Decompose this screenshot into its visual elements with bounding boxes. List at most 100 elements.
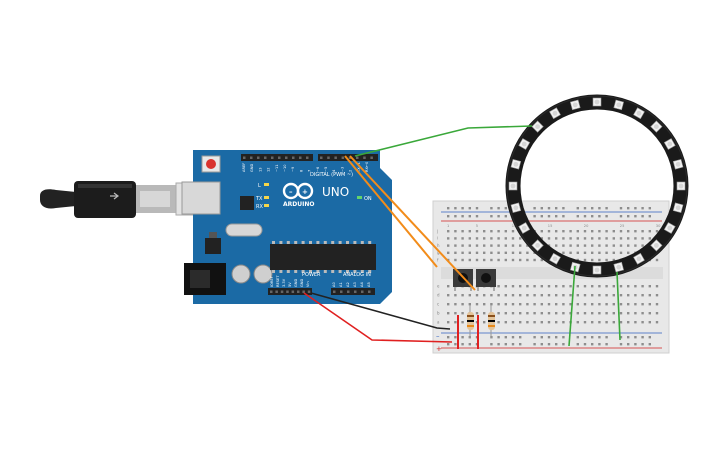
digital-header-label: DIGITAL (PWM ~): [310, 172, 353, 178]
wire-green-data: [354, 125, 533, 157]
ring-led: [531, 120, 544, 133]
breadboard-column-number: 10: [512, 224, 517, 228]
ring-led: [650, 120, 663, 133]
ring-led: [508, 181, 518, 191]
digital-pin-label: GND: [250, 164, 254, 172]
ring-led: [549, 252, 561, 265]
analog-pin-label: A4: [360, 282, 364, 287]
wire-green-ring-gnd: [568, 265, 576, 347]
breadboard-row-letter: i: [437, 236, 438, 241]
arduino-uno-board: L TX RX – + ARDUINO UNO DIGITAL (PWM ~) …: [181, 150, 392, 304]
arduino-logo-text: ARDUINO: [283, 201, 314, 208]
wire-orange: [349, 155, 476, 291]
resistor-2: [488, 305, 495, 338]
led-label-rx: RX: [256, 204, 263, 210]
digital-pin-label: 8: [299, 169, 303, 172]
power-pin-label: GND: [300, 279, 304, 287]
led-label-tx: TX: [255, 196, 263, 202]
ring-led: [592, 265, 602, 275]
breadboard-column-number: 30: [656, 224, 661, 228]
ring-led: [663, 138, 676, 150]
usb-cable: [40, 181, 199, 218]
breadboard-column-number: 25: [620, 224, 625, 228]
wire-red-5v: [303, 292, 453, 343]
power-pin-label: RESET: [276, 275, 280, 287]
power-pin-label: 5V: [288, 282, 292, 287]
ring-led: [569, 99, 581, 111]
digital-pin-label: ~3: [340, 167, 344, 172]
atmega-chip: [270, 244, 376, 270]
svg-text:+: +: [302, 188, 308, 196]
digital-pin-label: 2: [349, 170, 353, 172]
arduino-logo: – +: [282, 182, 314, 200]
digital-pin-label: RX←0: [365, 161, 369, 172]
ring-led: [613, 99, 625, 111]
ring-led: [510, 202, 522, 214]
on-led-label: ON: [364, 196, 372, 202]
ring-led: [672, 158, 684, 170]
breadboard-row-letter: b: [437, 311, 440, 316]
power-header: [268, 288, 312, 295]
board-model-label: UNO: [322, 185, 349, 199]
analog-pin-label: A2: [346, 282, 350, 287]
ring-led: [510, 158, 522, 170]
breadboard-column-number: 15: [548, 224, 553, 228]
digital-pin-label: ~10: [283, 164, 287, 172]
wire-green-ring-vcc: [616, 271, 621, 341]
neopixel-ring: [505, 94, 689, 278]
ring-led: [633, 252, 645, 265]
ring-led: [531, 239, 544, 252]
wire-black-gnd: [310, 292, 451, 330]
wires: [303, 125, 621, 347]
capacitor: [231, 264, 251, 284]
digital-pin-label: 4: [332, 169, 336, 172]
power-header-label: POWER: [302, 272, 321, 278]
ring-led: [633, 107, 645, 120]
breadboard-row-letter: c: [437, 302, 439, 307]
ring-led: [672, 202, 684, 214]
digital-pin-label: ~9: [291, 166, 295, 172]
ring-led: [518, 222, 531, 234]
usb-jack: [181, 181, 221, 215]
pushbutton-2: [476, 269, 496, 291]
analog-pin-label: A5: [367, 282, 371, 287]
digital-header-right: [318, 154, 378, 161]
digital-pin-label: 7: [308, 170, 312, 172]
breadboard-row-letter: f: [437, 257, 439, 262]
crystal: [225, 223, 263, 237]
digital-pin-label: TX→1: [357, 162, 361, 173]
digital-pin-label: ~5: [324, 167, 328, 172]
analog-pin-label: A3: [353, 282, 357, 287]
analog-pin-label: A0: [332, 282, 336, 287]
digital-pin-label: ~6: [316, 166, 320, 172]
svg-text:–: –: [289, 188, 293, 196]
digital-pin-label: ~11: [275, 164, 279, 172]
ring-led: [549, 107, 561, 120]
ring-led: [592, 97, 602, 107]
ring-led: [676, 181, 686, 191]
analog-pin-label: A1: [339, 282, 343, 287]
breadboard-row-letter: g: [437, 250, 440, 255]
ring-led: [663, 222, 676, 234]
led-label-l: L: [258, 183, 261, 189]
breadboard-column-number: 20: [584, 224, 589, 228]
capacitor: [253, 264, 273, 284]
analog-header: [331, 288, 375, 295]
breadboard-row-letter: e: [437, 284, 440, 289]
power-pin-label: IOREF: [270, 276, 274, 287]
ring-led: [518, 138, 531, 150]
power-pin-label: 3.3V: [282, 278, 286, 287]
power-pin-label: GND: [294, 279, 298, 287]
digital-header-left: [241, 154, 313, 161]
ring-led: [650, 239, 663, 252]
ring-led: [613, 261, 625, 273]
digital-pin-label: 12: [267, 167, 271, 172]
breadboard-row-letter: j: [436, 229, 438, 234]
digital-pin-label: 13: [258, 167, 262, 172]
breadboard-row-letter: h: [437, 243, 440, 248]
breadboard-column-number: 1: [447, 224, 449, 228]
svg-text:+: +: [436, 345, 442, 353]
resistor-1: [467, 305, 474, 338]
svg-text:–: –: [436, 332, 440, 340]
